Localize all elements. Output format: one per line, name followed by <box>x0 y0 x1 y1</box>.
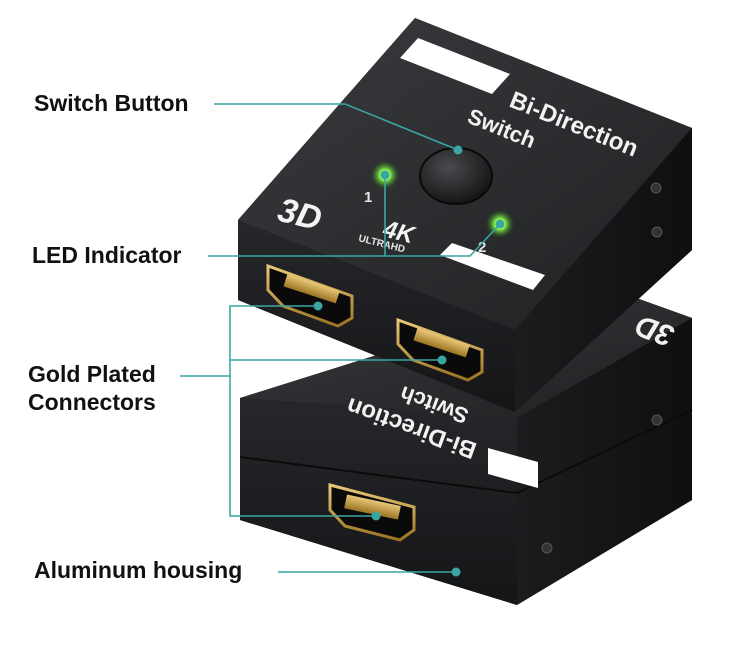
top-unit-hdmi-port-1 <box>266 263 354 328</box>
callout-lines <box>180 103 501 573</box>
top-unit-label-strip-lower <box>440 243 545 290</box>
top-unit: Bi-Direction Switch 1 2 3D 4K ULTRAHD <box>238 18 692 412</box>
top-unit-label-strip <box>400 38 510 94</box>
gold-plated-label-line1: Gold Plated <box>28 361 156 387</box>
top-unit-hdmi-port-2 <box>396 317 484 382</box>
callout-dots <box>313 145 505 577</box>
screw-icon <box>651 226 663 238</box>
led-indicator-callout-line <box>208 223 501 257</box>
bottom-unit-label-strip <box>488 448 538 488</box>
bottom-unit-hdmi-port <box>328 483 416 542</box>
gold-plated-callout-line-branch-2 <box>229 376 376 517</box>
port-2-label: 2 <box>478 239 486 256</box>
gold-plated-connectors-label: Gold Plated Connectors <box>28 360 156 416</box>
bottom-unit-side-face <box>517 318 692 605</box>
switch-button[interactable] <box>419 147 493 205</box>
gold-plated-callout-line <box>180 305 318 377</box>
led-indicator-label: LED Indicator <box>32 242 182 268</box>
top-unit-side-face <box>515 128 692 412</box>
port-1-label: 1 <box>364 189 372 206</box>
screw-icon <box>651 414 663 426</box>
screw-icon <box>541 542 553 554</box>
screw-icon <box>650 182 662 194</box>
gold-plated-label-line2: Connectors <box>28 389 156 415</box>
switch-button-callout-line <box>214 103 459 151</box>
aluminum-housing-label: Aluminum housing <box>34 557 243 583</box>
switch-button-label: Switch Button <box>34 90 189 116</box>
